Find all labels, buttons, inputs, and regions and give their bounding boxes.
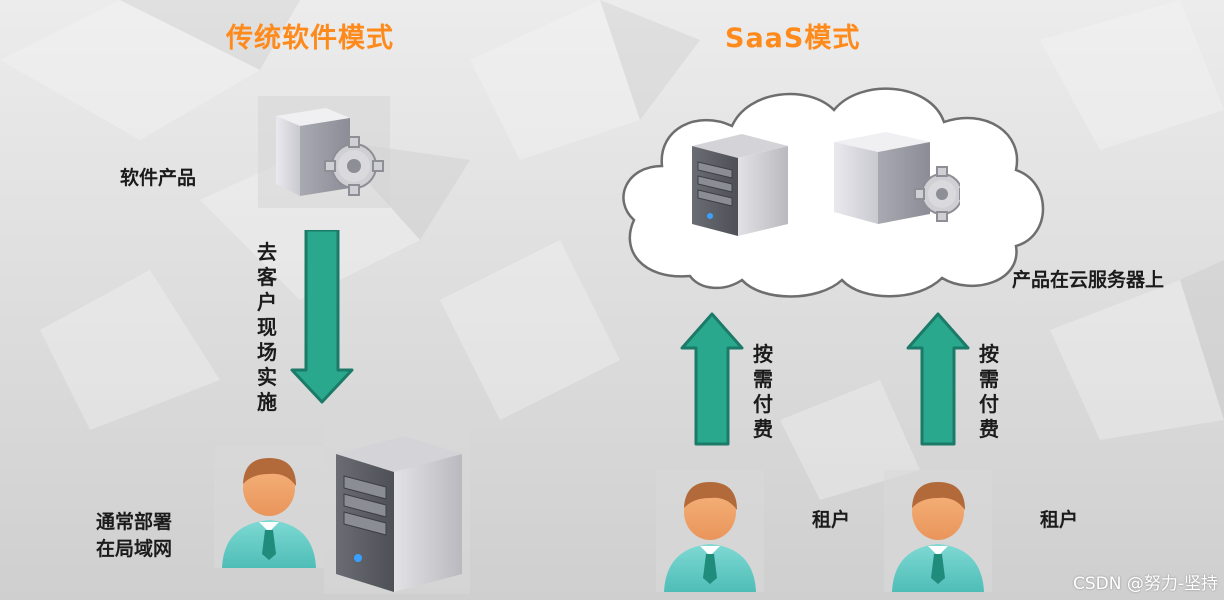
- person-icon: [214, 446, 324, 568]
- server-icon: [324, 424, 470, 594]
- server-icon: [692, 134, 788, 236]
- deploy-label-line1: 通常部署: [96, 511, 173, 533]
- software-product-label: 软件产品: [120, 167, 197, 189]
- delivery-label: 去客户现场实施: [257, 240, 277, 414]
- gear-icon: [324, 136, 384, 196]
- payment-label-1: 按需付费: [753, 342, 773, 441]
- software-box-icon: [258, 96, 390, 208]
- watermark: CSDN @努力-坚持: [1072, 574, 1218, 594]
- tenant-label-1: 租户: [812, 509, 851, 531]
- person-icon: [884, 470, 992, 592]
- payment-label-2: 按需付费: [979, 342, 999, 441]
- tenant-label-2: 租户: [1040, 509, 1079, 531]
- person-icon: [656, 470, 764, 592]
- arrow-up-icon: [680, 312, 744, 446]
- traditional-title: 传统软件模式: [226, 23, 394, 54]
- cloud-label: 产品在云服务器上: [1012, 269, 1165, 291]
- software-box-icon: [834, 132, 960, 224]
- arrow-up-icon: [906, 312, 970, 446]
- deploy-label-line2: 在局域网: [96, 538, 173, 560]
- arrow-down-icon: [290, 230, 354, 404]
- saas-title: SaaS模式: [725, 23, 861, 54]
- gear-icon: [914, 166, 960, 222]
